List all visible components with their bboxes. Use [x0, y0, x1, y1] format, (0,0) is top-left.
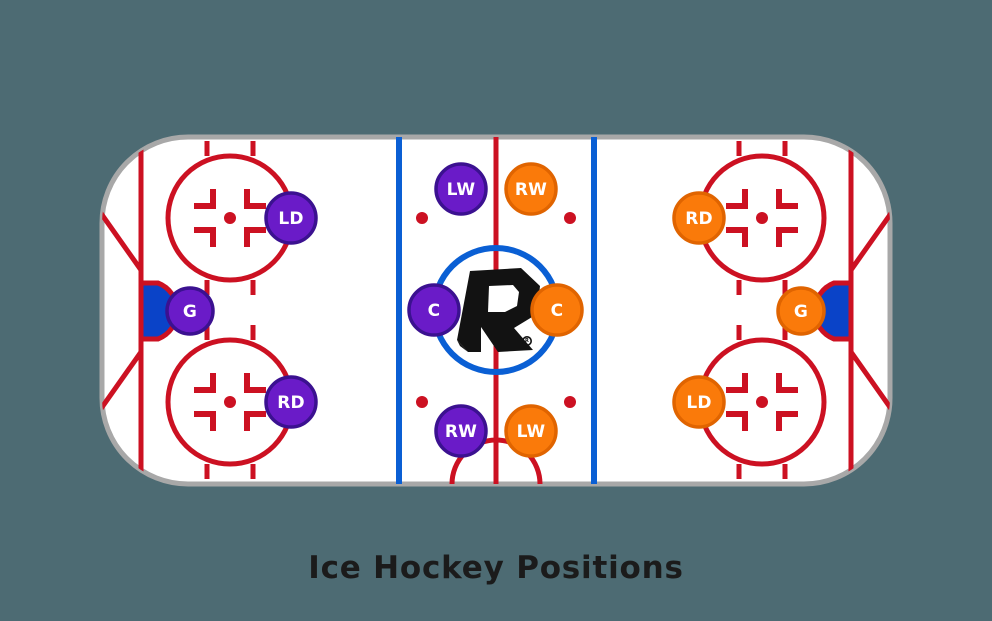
player-right-rw[interactable]: RW — [504, 162, 558, 216]
player-right-rd[interactable]: RD — [672, 191, 726, 245]
player-right-rd-label: RD — [685, 209, 713, 229]
page-title: Ice Hockey Positions — [308, 550, 684, 586]
right-trapezoid-line-top — [848, 210, 890, 272]
neutral-dot-bottom-right — [564, 396, 576, 408]
referee-crease — [449, 437, 543, 484]
logo-trademark-icon — [521, 335, 532, 346]
player-left-g[interactable]: G — [165, 286, 215, 336]
player-left-rw-label: RW — [445, 422, 477, 442]
player-right-rw-label: RW — [515, 180, 547, 200]
player-left-ld[interactable]: LD — [264, 191, 318, 245]
player-left-lw-label: LW — [447, 180, 476, 200]
left-trapezoid-line-top — [102, 210, 144, 272]
player-right-c-label: C — [551, 301, 564, 321]
neutral-dot-top-left — [416, 212, 428, 224]
neutral-dot-bottom-left — [416, 396, 428, 408]
faceoff-spot-mark — [726, 189, 798, 247]
player-right-ld-label: LD — [686, 393, 711, 413]
faceoff-spot-mark — [194, 373, 266, 431]
player-left-rw[interactable]: RW — [434, 404, 488, 458]
player-left-rd[interactable]: RD — [264, 375, 318, 429]
player-left-ld-label: LD — [278, 209, 303, 229]
player-left-rd-label: RD — [277, 393, 305, 413]
player-left-c[interactable]: C — [407, 283, 461, 337]
faceoff-spot-mark — [194, 189, 266, 247]
player-right-lw[interactable]: LW — [504, 404, 558, 458]
player-right-g[interactable]: G — [776, 286, 826, 336]
player-left-lw[interactable]: LW — [434, 162, 488, 216]
player-right-lw-label: LW — [517, 422, 546, 442]
player-left-c-label: C — [428, 301, 441, 321]
player-right-c[interactable]: C — [530, 283, 584, 337]
player-right-g-label: G — [794, 302, 808, 322]
left-trapezoid-line-bottom — [102, 350, 144, 412]
svg-text:R: R — [525, 338, 529, 344]
neutral-dot-top-right — [564, 212, 576, 224]
center-ice-logo: R — [457, 268, 540, 352]
player-left-g-label: G — [183, 302, 197, 322]
player-right-ld[interactable]: LD — [672, 375, 726, 429]
faceoff-spot-mark — [726, 373, 798, 431]
right-trapezoid-line-bottom — [848, 350, 890, 412]
